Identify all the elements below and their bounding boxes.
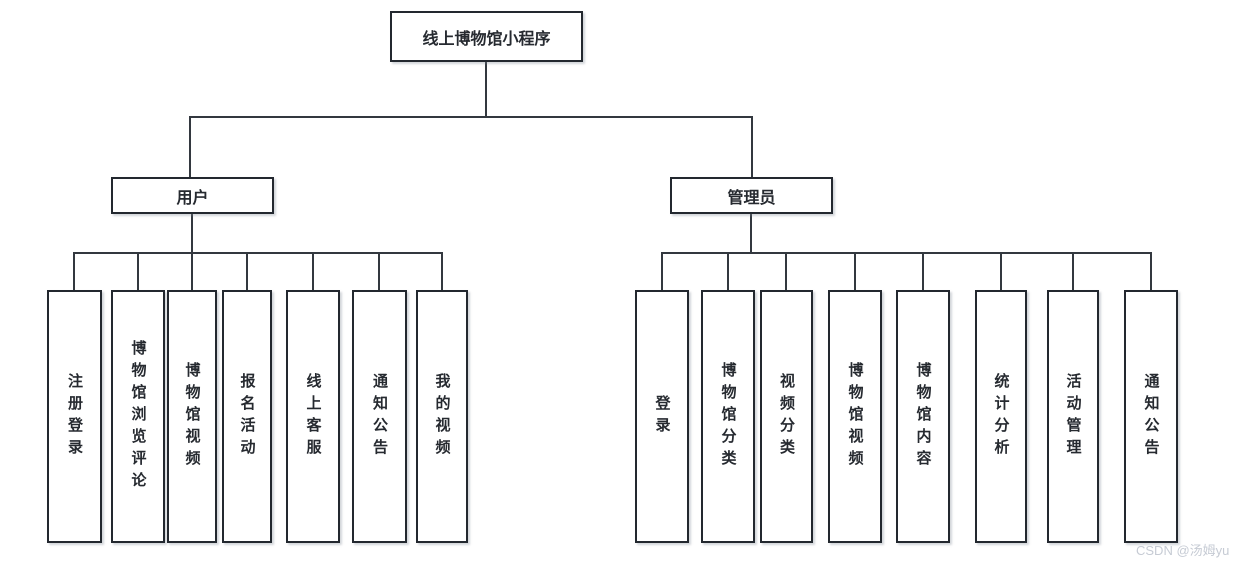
node-statistics-analysis: 统计分析 (975, 290, 1027, 543)
root-title-label: 线上博物馆小程序 (422, 30, 551, 48)
node-museum-category: 博物馆分类 (701, 290, 755, 543)
node-video-category: 视频分类 (760, 290, 813, 543)
csdn-watermark: CSDN @汤姆yu (1136, 543, 1230, 558)
node-user-branch: 用户 (111, 177, 274, 214)
node-online-service: 线上客服 (286, 290, 340, 543)
admin-branch-label: 管理员 (727, 189, 776, 207)
leaf-label: 通知公告 (371, 372, 388, 461)
leaf-label: 博物馆视频 (846, 361, 864, 472)
node-museum-content: 博物馆内容 (896, 290, 950, 543)
leaf-label: 博物馆浏览评论 (129, 339, 147, 494)
leaf-label: 博物馆视频 (183, 361, 201, 472)
node-signup-activity: 报名活动 (222, 290, 272, 543)
node-admin-notice: 通知公告 (1124, 290, 1178, 543)
connector-user-rail (73, 252, 443, 290)
leaf-label: 统计分析 (992, 372, 1010, 461)
leaf-label: 线上客服 (304, 372, 322, 461)
leaf-label: 视频分类 (778, 372, 795, 461)
node-my-video: 我的视频 (416, 290, 468, 543)
leaf-label: 博物馆内容 (914, 361, 932, 472)
leaf-label: 我的视频 (433, 372, 451, 461)
node-museum-video: 博物馆视频 (167, 290, 217, 543)
leaf-label: 报名活动 (238, 372, 256, 461)
leaf-label: 活动管理 (1064, 372, 1082, 461)
connector-admin-rail (661, 252, 1152, 290)
node-admin-branch: 管理员 (670, 177, 833, 214)
leaf-label: 注册登录 (66, 372, 83, 461)
user-branch-label: 用户 (176, 189, 209, 207)
leaf-label: 博物馆分类 (719, 361, 737, 472)
node-register-login: 注册登录 (47, 290, 102, 543)
connector-root-rail (189, 116, 753, 177)
node-admin-login: 登录 (635, 290, 689, 543)
leaf-label: 登录 (653, 394, 671, 439)
node-root-title: 线上博物馆小程序 (390, 11, 583, 62)
leaf-label: 通知公告 (1142, 372, 1160, 461)
node-museum-browse-comment: 博物馆浏览评论 (111, 290, 165, 543)
node-admin-museum-video: 博物馆视频 (828, 290, 882, 543)
node-activity-management: 活动管理 (1047, 290, 1099, 543)
node-notice-announcement: 通知公告 (352, 290, 407, 543)
